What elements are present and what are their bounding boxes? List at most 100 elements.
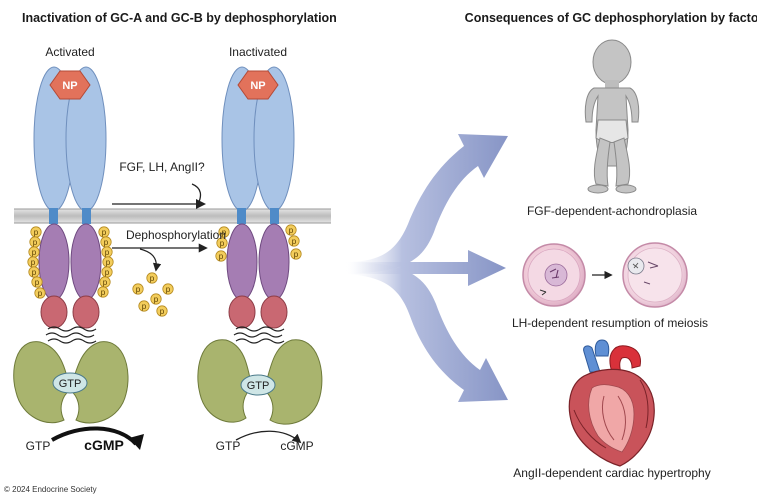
phosphate-marker: p: [31, 276, 43, 288]
phosphate-marker: p: [218, 226, 230, 238]
kinase-homology-domain-left: [38, 223, 70, 301]
phosphate-marker: p: [162, 283, 174, 295]
phosphate-marker-label: p: [154, 295, 159, 304]
phosphate-marker: p: [285, 224, 297, 236]
dimerization-domain-right: [72, 295, 100, 329]
consequence-label-cardiac: AngII-dependent cardiac hypertrophy: [513, 466, 710, 480]
phosphate-marker-label: p: [166, 285, 171, 294]
phosphate-marker: p: [288, 235, 300, 247]
phosphate-marker: p: [216, 237, 228, 249]
hinge-linkers-inactive: [233, 326, 285, 344]
phosphate-marker: p: [156, 305, 168, 317]
phosphate-release-arrow: [139, 248, 162, 272]
gtp-site-inactive-label: GTP: [247, 380, 270, 392]
phosphate-marker-label: p: [33, 238, 38, 247]
np-ligand-inactive-label: NP: [250, 80, 265, 92]
phosphate-marker-label: p: [32, 248, 37, 257]
factor-arrowhead: [196, 199, 206, 209]
phosphate-marker: p: [99, 276, 111, 288]
active-substrate-label: GTP: [26, 439, 51, 453]
phosphate-marker-label: p: [292, 237, 297, 246]
kinase-homology-domain-left-inactive: [226, 223, 258, 301]
oocyte-illustration: [522, 242, 688, 308]
activated-receptor: GTP NP: [13, 66, 129, 424]
heart-illustration: [568, 339, 655, 467]
consequence-label-meiosis: LH-dependent resumption of meiosis: [512, 316, 708, 330]
phosphate-marker-label: p: [142, 302, 147, 311]
factor-arrow: [112, 183, 202, 205]
left-title: Inactivation of GC-A and GC-B by dephosp…: [22, 11, 337, 25]
phosphate-marker: p: [34, 287, 46, 299]
np-ligand-inactive: [237, 70, 279, 100]
phosphate-marker: p: [146, 272, 158, 284]
phosphate-marker: p: [101, 266, 113, 278]
phosphate-marker: p: [28, 246, 40, 258]
consequence-label-achondroplasia: FGF-dependent-achondroplasia: [527, 204, 697, 218]
phosphate-marker-label: p: [32, 268, 37, 277]
phosphate-marker-label: p: [31, 258, 36, 267]
inactive-product-label: cGMP: [280, 439, 313, 453]
phosphate-marker: p: [132, 283, 144, 295]
phosphate-marker-label: p: [150, 274, 155, 283]
consequence-arrows: [345, 134, 508, 402]
dimerization-domain-left: [40, 295, 68, 329]
phosphate-marker-label: p: [105, 248, 110, 257]
active-product-label: cGMP: [84, 437, 124, 453]
phosphate-marker: p: [28, 266, 40, 278]
conversion-arrow-inactive: [235, 430, 302, 444]
phosphate-marker: p: [150, 293, 162, 305]
dimerization-domain-right-inactive: [260, 295, 288, 329]
phosphate-marker: p: [97, 286, 109, 298]
phosphate-marker: p: [100, 236, 112, 248]
process-label: Dephosphorylation: [126, 228, 226, 242]
kinase-homology-domain-right: [70, 223, 102, 301]
conversion-arrowhead-active: [129, 434, 144, 450]
state-activated-label: Activated: [45, 45, 94, 59]
phosphate-marker-label: p: [160, 307, 165, 316]
arrow-to-cardiac: [345, 262, 508, 402]
gtp-site-inactive: [240, 374, 276, 396]
dimerization-domain-left-inactive: [228, 295, 256, 329]
phosphate-marker-label: p: [219, 252, 224, 261]
phosphate-marker: p: [29, 236, 41, 248]
copyright-notice: © 2024 Endocrine Society: [4, 485, 97, 494]
phosphate-marker-label: p: [294, 250, 299, 259]
phosphate-marker: p: [101, 246, 113, 258]
factors-label: FGF, LH, AngII?: [119, 160, 205, 174]
cell-membrane: [14, 208, 331, 224]
catalytic-domain-left: [13, 341, 71, 424]
phosphate-marker: p: [27, 256, 39, 268]
child-illustration: [584, 39, 640, 194]
phosphate-marker: p: [98, 226, 110, 238]
phosphate-marker: p: [102, 256, 114, 268]
arrow-to-meiosis: [345, 250, 506, 286]
arrow-to-achondroplasia: [345, 134, 508, 274]
phosphate-marker-label: p: [38, 289, 43, 298]
inactive-substrate-label: GTP: [216, 439, 241, 453]
hinge-linkers: [45, 326, 97, 344]
phosphate-marker-label: p: [34, 228, 39, 237]
phosphate-marker-label: p: [104, 238, 109, 247]
np-ligand-active-label: NP: [62, 80, 77, 92]
catalytic-domain-left-inactive: [197, 339, 253, 423]
phosphate-marker-label: p: [222, 228, 227, 237]
phosphate-marker: p: [290, 248, 302, 260]
state-inactivated-label: Inactivated: [229, 45, 287, 59]
inactivated-receptor: GTP NP: [197, 66, 323, 425]
phosphate-marker-label: p: [220, 239, 225, 248]
phosphate-marker-label: p: [35, 278, 40, 287]
phosphate-marker: p: [138, 300, 150, 312]
gtp-site-active: [52, 372, 88, 394]
phosphate-marker-label: p: [106, 258, 111, 267]
right-title: Consequences of GC dephosphorylation by …: [465, 11, 757, 25]
phosphate-marker-label: p: [105, 268, 110, 277]
phosphate-marker-label: p: [136, 285, 141, 294]
phosphate-marker: p: [30, 226, 42, 238]
phosphate-marker-label: p: [101, 288, 106, 297]
catalytic-domain-right-inactive: [263, 339, 323, 425]
kinase-homology-domain-right-inactive: [258, 223, 290, 301]
phosphate-marker-label: p: [103, 278, 108, 287]
phosphate-marker-label: p: [102, 228, 107, 237]
